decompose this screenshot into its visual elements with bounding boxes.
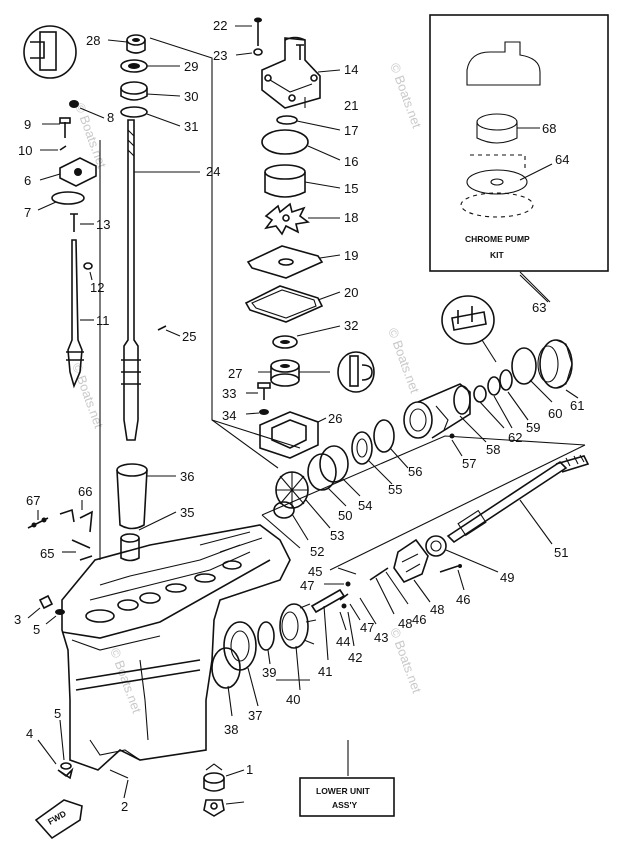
- label-24: 24: [206, 164, 220, 179]
- assembly-caption-line1: LOWER UNIT: [316, 786, 371, 796]
- drive-shaft-column: 28 29 30 31 24 25 36 35: [86, 33, 220, 562]
- label-47-lower: 43: [374, 630, 388, 645]
- label-69: 68: [542, 121, 556, 136]
- label-42: 39: [262, 665, 276, 680]
- label-25: 25: [182, 329, 196, 344]
- label-15: 15: [344, 181, 358, 196]
- label-41: 40: [286, 692, 300, 707]
- label-64: 61: [570, 398, 584, 413]
- label-36: 36: [180, 469, 194, 484]
- label-40: 37: [248, 708, 262, 723]
- label-60: 62: [508, 430, 522, 445]
- small-parts-left: 67 66 65 3 5 5 4: [14, 484, 93, 780]
- label-5-upper: 5: [33, 622, 40, 637]
- watermark-3: © Boats.net: [69, 361, 107, 431]
- label-14: 14: [344, 62, 358, 77]
- label-9: 9: [24, 117, 31, 132]
- pinion-and-nut: 1: [203, 762, 253, 817]
- label-67: 67: [26, 493, 40, 508]
- kit-callout: 63: [519, 271, 551, 315]
- label-65: 65: [40, 546, 54, 561]
- guide-lines: [99, 37, 586, 571]
- label-26: 26: [328, 411, 342, 426]
- watermark-2: © Boats.net: [387, 61, 425, 131]
- chrome-pump-kit-box: 68 64 CHROME PUMP KIT: [429, 14, 609, 272]
- label-53: 51: [554, 545, 568, 560]
- label-49: 46: [456, 592, 470, 607]
- label-23: 23: [213, 48, 227, 63]
- label-18: 18: [344, 210, 358, 225]
- label-37: 1: [246, 762, 253, 777]
- clutch-gear-group: 49 48 46 45 47 48 46 47 44 43 42: [211, 535, 514, 737]
- label-17: 17: [344, 123, 358, 138]
- label-43: 41: [318, 664, 332, 679]
- label-32: 32: [344, 318, 358, 333]
- watermark-6: © Boats.net: [387, 626, 425, 696]
- label-33: 33: [222, 386, 236, 401]
- label-63: 60: [548, 406, 562, 421]
- label-68: 63: [532, 300, 546, 315]
- label-4: 4: [26, 726, 33, 741]
- label-22: 22: [213, 18, 227, 33]
- label-45: 48: [398, 616, 412, 631]
- label-50: 52: [310, 544, 324, 559]
- label-6: 6: [24, 173, 31, 188]
- kit-caption-line2: KIT: [490, 250, 505, 260]
- label-57: 55: [388, 482, 402, 497]
- label-11: 11: [96, 313, 110, 328]
- label-55: 50: [338, 508, 352, 523]
- label-3: 3: [14, 612, 21, 627]
- label-62: 57: [462, 456, 476, 471]
- label-44: 42: [348, 650, 362, 665]
- label-39: 38: [224, 722, 238, 737]
- label-29: 29: [184, 59, 198, 74]
- label-30: 30: [184, 89, 198, 104]
- label-16: 16: [344, 154, 358, 169]
- watermark-4: © Boats.net: [385, 326, 423, 396]
- label-70: 64: [555, 152, 569, 167]
- assembly-caption-line2: ASS'Y: [332, 800, 357, 810]
- label-54: 53: [330, 528, 344, 543]
- label-34: 34: [222, 408, 236, 423]
- label-66: 66: [78, 484, 92, 499]
- kit-caption-line1: CHROME PUMP: [465, 234, 530, 244]
- label-10: 10: [18, 143, 32, 158]
- label-35: 35: [180, 505, 194, 520]
- water-pump-stack: 22 23 14 21 17 16 15 18: [213, 17, 375, 459]
- label-5-lower: 5: [54, 706, 61, 721]
- label-46-lower: 44: [336, 634, 350, 649]
- label-51: 48: [430, 602, 444, 617]
- label-20: 20: [344, 285, 358, 300]
- label-21: 21: [344, 98, 358, 113]
- shift-rod-group: 9 8 10 6 7 13 12 11: [18, 25, 114, 389]
- label-52: 49: [500, 570, 514, 585]
- label-8: 8: [107, 110, 114, 125]
- label-61: 59: [526, 420, 540, 435]
- label-47-upper: 46: [412, 612, 426, 627]
- label-59: 58: [486, 442, 500, 457]
- label-58: 56: [408, 464, 422, 479]
- label-12: 12: [90, 280, 104, 295]
- label-31: 31: [184, 119, 198, 134]
- label-7: 7: [24, 205, 31, 220]
- label-13: 13: [96, 217, 110, 232]
- label-27: 27: [228, 366, 242, 381]
- label-28: 28: [86, 33, 100, 48]
- label-48-upper: 45: [308, 564, 322, 579]
- gear-case-housing: 2 FWD: [34, 524, 291, 840]
- label-2: 2: [121, 799, 128, 814]
- label-56: 54: [358, 498, 372, 513]
- prop-shaft-housing-group: 61 60 59 62 58 57 56 55 54: [273, 295, 584, 559]
- label-19: 19: [344, 248, 358, 263]
- label-46-upper: 47: [300, 578, 314, 593]
- label-48-lower: 47: [360, 620, 374, 635]
- watermark-5: © Boats.net: [107, 646, 145, 716]
- propeller-shaft: 51: [446, 454, 590, 560]
- lower-unit-caption: LOWER UNIT ASS'Y: [299, 740, 395, 817]
